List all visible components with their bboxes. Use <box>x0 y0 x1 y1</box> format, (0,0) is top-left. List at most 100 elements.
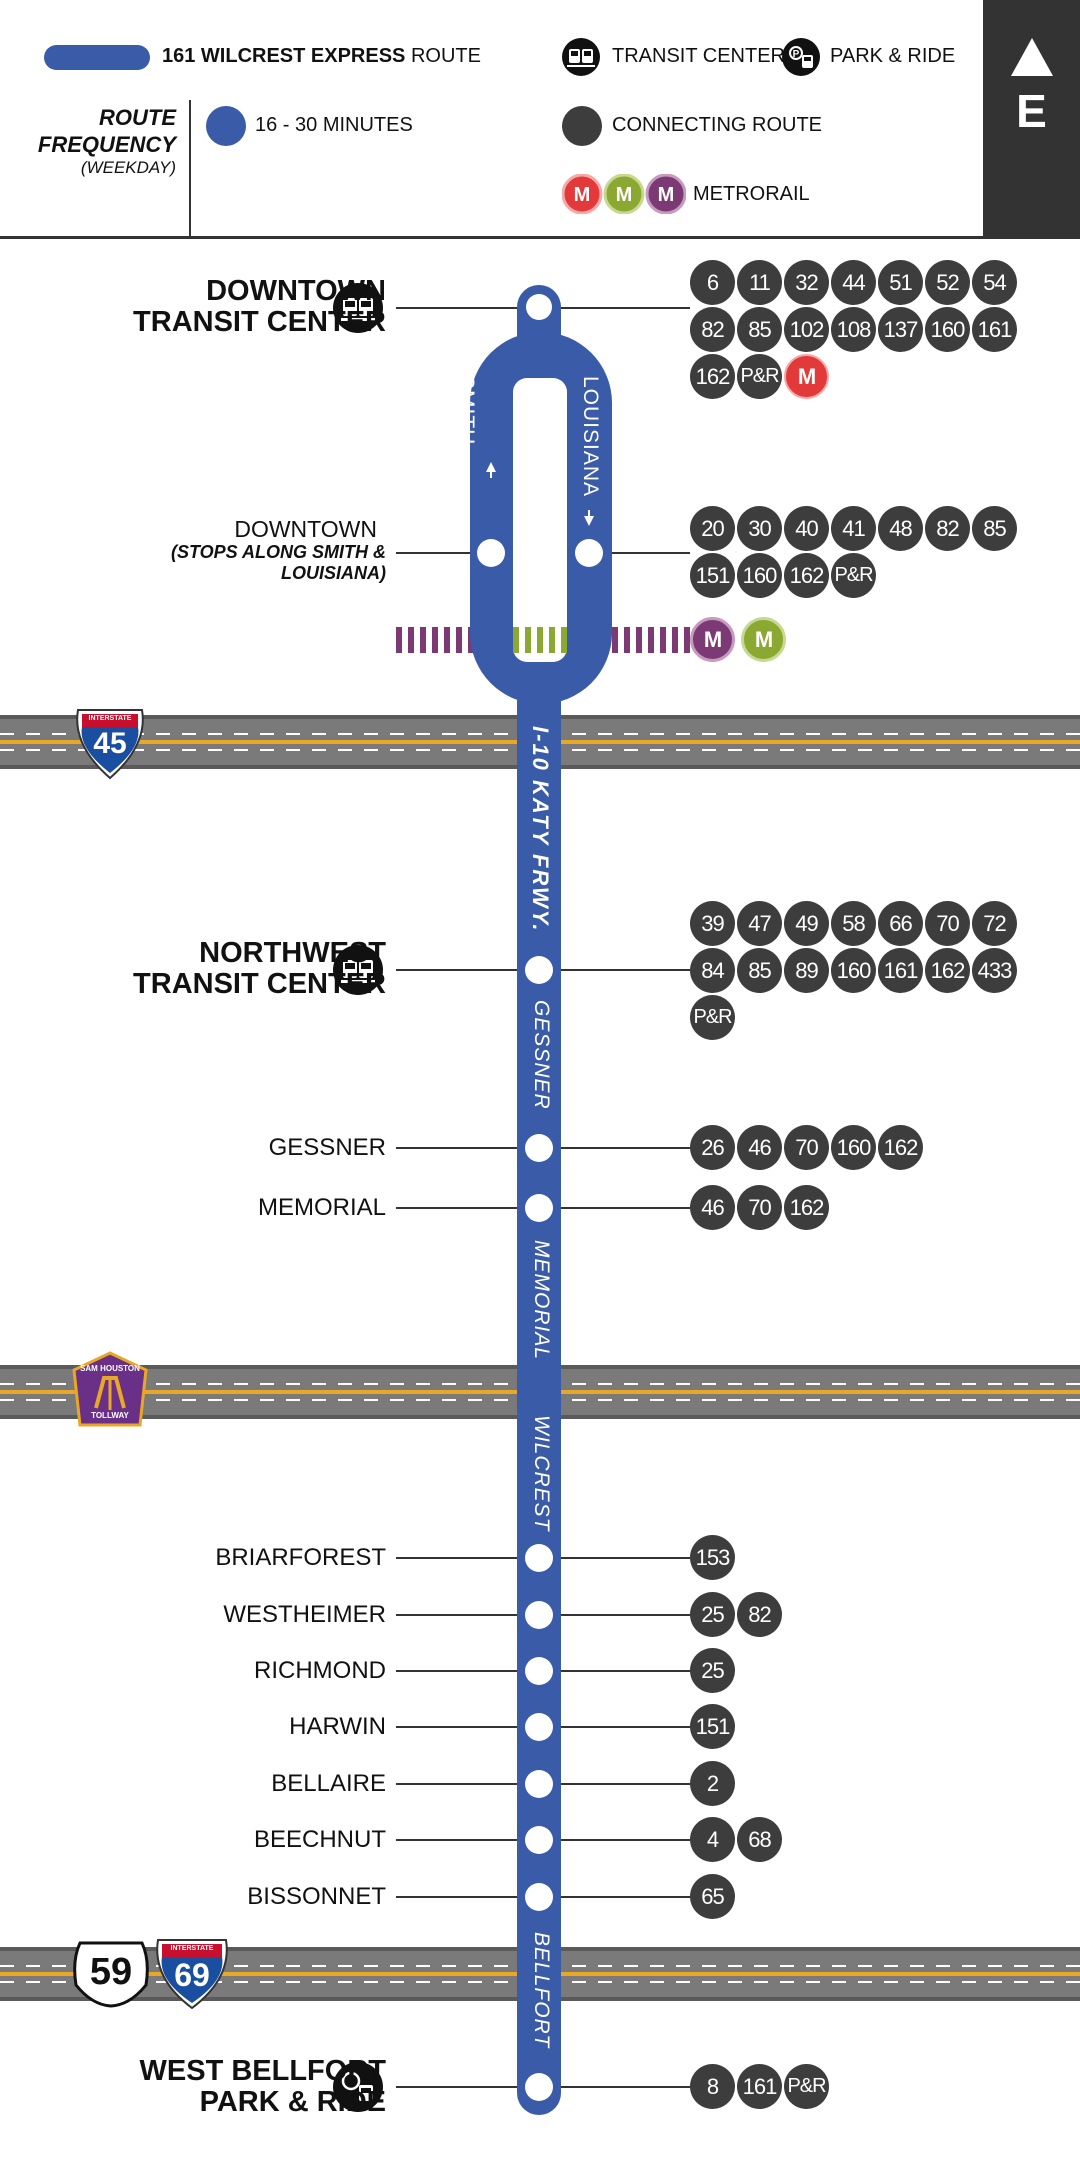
sam-houston-shield-bottom: TOLLWAY <box>91 1411 129 1420</box>
arrow-up-icon <box>486 462 496 472</box>
park-and-ride-icon: P <box>782 38 820 76</box>
i69-shield-number: 69 <box>174 1957 210 1993</box>
i45-shield-icon <box>76 709 144 780</box>
route-badge: 65 <box>690 1874 735 1919</box>
street-label-memorial: MEMORIAL <box>530 1240 553 1361</box>
street-label-louisiana: LOUISIANA <box>579 376 602 498</box>
route-badge: 41 <box>831 506 876 551</box>
transit-center-icon <box>333 945 383 995</box>
park-and-ride-badge: P&R <box>831 553 876 598</box>
route-badge: 2 <box>690 1761 735 1806</box>
rail-badges: M M <box>690 617 786 662</box>
connecting-route-dot <box>562 106 602 146</box>
metrorail-label: METRORAIL <box>693 183 810 205</box>
i45-shield-number: 45 <box>93 727 127 760</box>
svg-text:M: M <box>574 184 591 206</box>
route-badge: 85 <box>737 307 782 352</box>
metrorail-purple-badge: M <box>690 617 735 662</box>
route-badge: 49 <box>784 901 829 946</box>
route-badge: 26 <box>690 1125 735 1170</box>
street-label-gessner: GESSNER <box>530 1000 553 1110</box>
route-badge: 30 <box>737 506 782 551</box>
route-badge: 89 <box>784 948 829 993</box>
route-badge: 151 <box>690 553 735 598</box>
route-badge: 162 <box>784 553 829 598</box>
route-badge: 8 <box>690 2064 735 2109</box>
sam-houston-shield-icon <box>72 1351 148 1427</box>
stop-label-westheimer: WESTHEIMER <box>223 1601 386 1628</box>
route-badge: 162 <box>878 1125 923 1170</box>
stop-label-briarforest: BRIARFOREST <box>215 1544 386 1571</box>
route-badge: 54 <box>972 260 1017 305</box>
route-badge: 48 <box>878 506 923 551</box>
transit-center-label: TRANSIT CENTER <box>612 45 785 67</box>
route-badge: 25 <box>690 1592 735 1637</box>
park-and-ride-label: PARK & RIDE <box>830 45 956 67</box>
route-badge: 102 <box>784 307 829 352</box>
connecting-routes: 25 <box>690 1648 1050 1693</box>
transit-center-icon <box>562 38 600 76</box>
park-and-ride-icon <box>333 2062 383 2112</box>
metrorail-green-badge: M <box>741 617 786 662</box>
route-badge: 40 <box>784 506 829 551</box>
route-badge: 161 <box>878 948 923 993</box>
legend: 161 WILCREST EXPRESS ROUTE ROUTE FREQUEN… <box>0 0 1080 239</box>
route-badge: 160 <box>831 948 876 993</box>
metrorail-red-badge: M <box>784 354 829 399</box>
metrorail-icons: M M M <box>562 174 686 214</box>
arrow-down-icon <box>584 516 594 526</box>
stop-label-memorial: MEMORIAL <box>257 1194 386 1221</box>
i69-shield-top: INTERSTATE <box>170 1945 214 1952</box>
stop-label-gessner: GESSNER <box>268 1134 386 1161</box>
stop-label-harwin: HARWIN <box>289 1713 386 1740</box>
route-badge: 82 <box>925 506 970 551</box>
connecting-route-label: CONNECTING ROUTE <box>612 114 822 136</box>
park-and-ride-badge: P&R <box>737 354 782 399</box>
connecting-routes: 2 <box>690 1761 1050 1806</box>
route-badge: 20 <box>690 506 735 551</box>
us59-shield-icon <box>73 1941 149 2008</box>
route-badge: 162 <box>925 948 970 993</box>
route-badge: 4 <box>690 1817 735 1862</box>
direction-indicator: E <box>983 0 1080 236</box>
svg-text:M: M <box>658 184 675 206</box>
route-badge: 44 <box>831 260 876 305</box>
route-badge: 137 <box>878 307 923 352</box>
route-badge: 46 <box>690 1185 735 1230</box>
route-badge: 161 <box>972 307 1017 352</box>
street-label-smith: SMITH <box>455 375 478 446</box>
route-badge: 39 <box>690 901 735 946</box>
svg-text:M: M <box>616 184 633 206</box>
route-badge: 85 <box>737 948 782 993</box>
frequency-value: 16 - 30 MINUTES <box>255 114 413 136</box>
stop-label-beechnut: BEECHNUT <box>253 1826 386 1853</box>
route-badge: 51 <box>878 260 923 305</box>
route-badge: 70 <box>737 1185 782 1230</box>
stop-label-downtown: DOWNTOWN (STOPS ALONG SMITH & LOUISIANA) <box>170 516 386 583</box>
frequency-divider <box>189 100 191 236</box>
route-badge: 25 <box>690 1648 735 1693</box>
north-arrow-icon <box>1011 38 1053 76</box>
frequency-dot <box>206 106 246 146</box>
route-badge: 161 <box>737 2064 782 2109</box>
route-badge: 70 <box>784 1125 829 1170</box>
transit-center-icon <box>333 283 383 333</box>
stop-label-richmond: RICHMOND <box>254 1657 386 1684</box>
route-badge: 46 <box>737 1125 782 1170</box>
route-badge: 160 <box>925 307 970 352</box>
route-badge: 433 <box>972 948 1017 993</box>
route-badge: 6 <box>690 260 735 305</box>
direction-letter: E <box>1016 85 1047 137</box>
street-label-wilcrest: WILCREST <box>530 1415 553 1532</box>
route-badge: 66 <box>878 901 923 946</box>
route-badge: 160 <box>831 1125 876 1170</box>
stop-label-bellaire: BELLAIRE <box>271 1770 386 1797</box>
